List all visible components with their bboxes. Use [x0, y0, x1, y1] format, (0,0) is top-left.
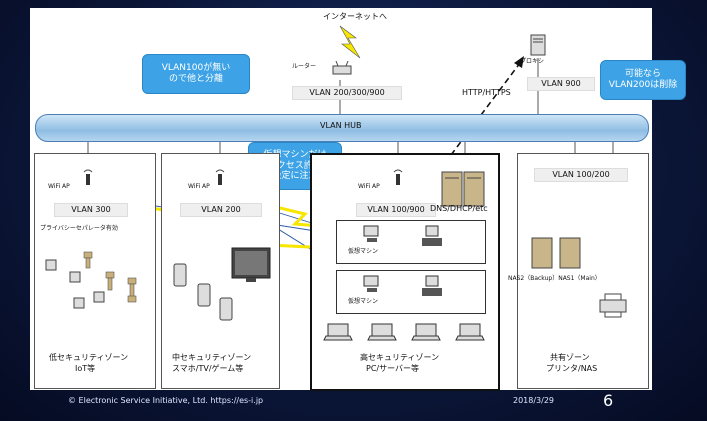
internet-label: インターネットへ — [323, 12, 387, 21]
smart-devices-icon — [172, 247, 272, 328]
zone-high-wifi: WiFi AP — [358, 183, 380, 190]
page-number: 6 — [603, 391, 614, 410]
zone-low-vlan: VLAN 300 — [54, 203, 128, 217]
zone-low-wifi: WiFi AP — [48, 183, 70, 190]
zone-low — [34, 153, 156, 389]
zone-mid-title: 中セキュリティゾーン — [172, 353, 252, 362]
zone-mid-wifi: WiFi AP — [188, 183, 210, 190]
router-icon — [332, 60, 352, 76]
zone-high-servers: DNS/DHCP/etc — [430, 204, 488, 213]
footer-copyright: © Electronic Service Initiative, Ltd. ht… — [68, 396, 264, 405]
printer-icon — [598, 292, 628, 318]
iot-devices-icon — [44, 248, 148, 318]
zone-low-sub: プライバシーセパレータ有効 — [40, 225, 118, 232]
callout-isolate: VLAN100が無い ので他と分離 — [142, 54, 250, 94]
server-rack-icon — [440, 168, 490, 208]
zone-high-vlan: VLAN 100/900 — [356, 203, 436, 217]
zone-shared-title: 共有ゾーン — [550, 353, 590, 362]
nas-icon — [530, 234, 584, 270]
zone-low-subtitle: IoT等 — [75, 364, 96, 373]
vm-group-box — [336, 220, 486, 264]
footer-date: 2018/3/29 — [513, 396, 555, 405]
pc-icon — [420, 224, 444, 248]
zone-shared-vlan: VLAN 100/200 — [534, 168, 628, 182]
lightning-internet-icon — [339, 25, 361, 59]
zone-low-title: 低セキュリティゾーン — [49, 353, 129, 362]
pc-icon — [362, 224, 382, 244]
zone-shared-subtitle: プリンタ/NAS — [546, 364, 598, 373]
pc-icon — [420, 274, 444, 298]
proxy-label: プロキシ — [520, 58, 545, 65]
zone-mid-subtitle: スマホ/TV/ゲーム等 — [172, 364, 244, 373]
wifi-ap-icon — [392, 168, 404, 186]
zone-high-title: 高セキュリティゾーン — [360, 353, 440, 362]
vm-label-1: 仮想マシン — [348, 248, 379, 255]
laptop-icons — [323, 320, 490, 344]
router-label: ルーター — [292, 63, 317, 70]
vm-group-box — [336, 270, 486, 314]
http-label: HTTP/HTTPS — [462, 88, 511, 97]
vlan-proxy-label: VLAN 900 — [527, 77, 595, 91]
wifi-ap-icon — [214, 168, 226, 186]
zone-high-subtitle: PC/サーバー等 — [366, 364, 420, 373]
vlan-hub-bar — [35, 114, 649, 142]
wifi-ap-icon — [82, 168, 94, 186]
callout-delete: 可能なら VLAN200は削除 — [600, 60, 686, 100]
diagram-panel: インターネットへ ルーター VLAN 200/300/900 プロキシ VLAN… — [30, 8, 686, 391]
proxy-server-icon — [530, 34, 546, 56]
zone-shared — [517, 153, 649, 389]
pc-icon — [362, 274, 382, 294]
vlan-router-label: VLAN 200/300/900 — [292, 86, 402, 100]
hub-label: VLAN HUB — [320, 121, 362, 130]
vm-label-2: 仮想マシン — [348, 298, 379, 305]
zone-shared-nas: NAS2（Backup）NAS1（Main） — [508, 275, 601, 282]
zone-mid-vlan: VLAN 200 — [180, 203, 262, 217]
